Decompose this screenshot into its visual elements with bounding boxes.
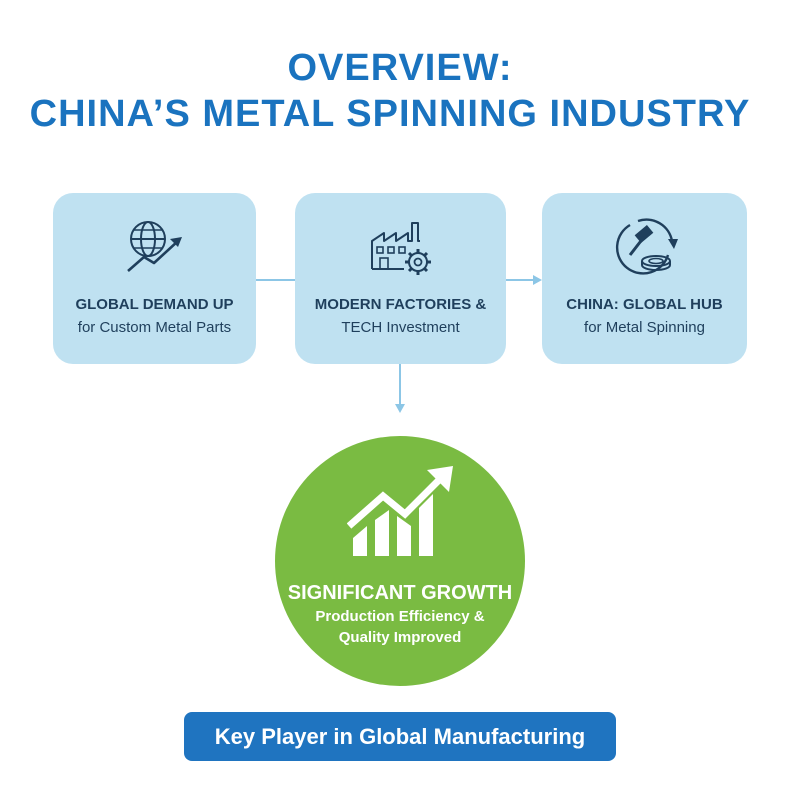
box-global-demand-heading: GLOBAL DEMAND UP bbox=[75, 296, 234, 313]
box-global-demand-subtext: for Custom Metal Parts bbox=[77, 319, 232, 336]
title-line-2: CHINA’S METAL SPINNING INDUSTRY bbox=[29, 93, 751, 135]
title-line-1: OVERVIEW: bbox=[287, 47, 513, 89]
arrowhead-circle bbox=[395, 404, 405, 413]
significant-growth-circle: SIGNIFICANT GROWTH Production Efficiency… bbox=[275, 436, 525, 686]
box-global-hub: CHINA: GLOBAL HUB for Metal Spinning bbox=[542, 193, 747, 364]
box-global-hub-heading: CHINA: GLOBAL HUB bbox=[566, 296, 723, 313]
factory-gear-icon bbox=[370, 222, 431, 275]
growth-title: SIGNIFICANT GROWTH bbox=[287, 582, 513, 604]
box-modern-factories-subtext: TECH Investment bbox=[341, 319, 460, 336]
box-global-demand: GLOBAL DEMAND UP for Custom Metal Parts bbox=[53, 193, 256, 364]
hammer-disc-icon bbox=[615, 218, 678, 275]
key-player-banner: Key Player in Global Manufacturing bbox=[184, 712, 616, 761]
box-modern-factories-heading: MODERN FACTORIES & bbox=[314, 296, 487, 313]
growth-subtext-line-2: Quality Improved bbox=[338, 629, 462, 646]
box-modern-factories: MODERN FACTORIES & TECH Investment bbox=[295, 193, 506, 364]
box-global-hub-subtext: for Metal Spinning bbox=[584, 319, 705, 336]
globe-growth-icon bbox=[126, 221, 182, 272]
growth-subtext-line-1: Production Efficiency & bbox=[315, 608, 485, 625]
arrowhead-box3 bbox=[533, 275, 542, 285]
growth-chart-icon bbox=[347, 466, 453, 556]
